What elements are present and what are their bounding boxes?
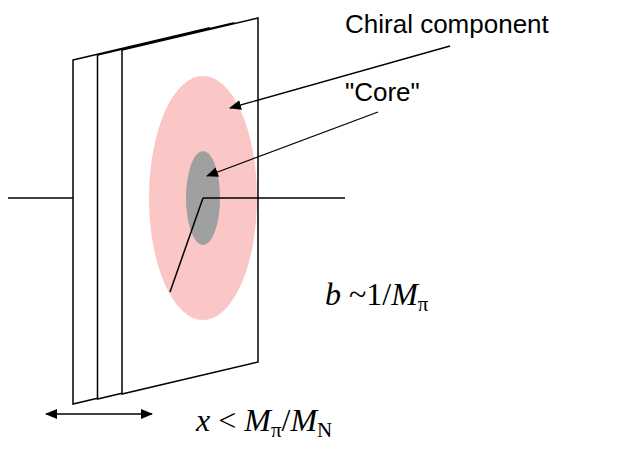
math-subscript: π [418,292,429,316]
axis-line [8,197,73,199]
thickness-arrow [46,413,152,415]
math-operator: ~1/ [349,276,391,312]
math-operator: < [218,402,236,438]
math-symbol: M [290,402,317,438]
math-symbol: M [244,402,271,438]
math-subscript: π [271,418,282,442]
callout-text: Chiral component [345,9,549,39]
leader-arrow [207,112,378,176]
thickness-formula: x<Mπ/MN [196,402,332,442]
callout-label: "Core" [345,78,420,108]
callout-label: Chiral component [345,10,549,40]
axis-line [203,197,345,199]
radius-line [170,198,203,292]
math-subscript: N [317,418,332,442]
sheet-front [122,18,258,394]
math-symbol: b [325,276,341,312]
math-symbol: M [391,276,418,312]
callout-text: "Core" [345,77,420,107]
math-operator: / [282,402,291,438]
math-symbol: x [196,402,210,438]
radius-formula: b~1/Mπ [325,276,428,316]
leader-arrow [230,46,450,108]
